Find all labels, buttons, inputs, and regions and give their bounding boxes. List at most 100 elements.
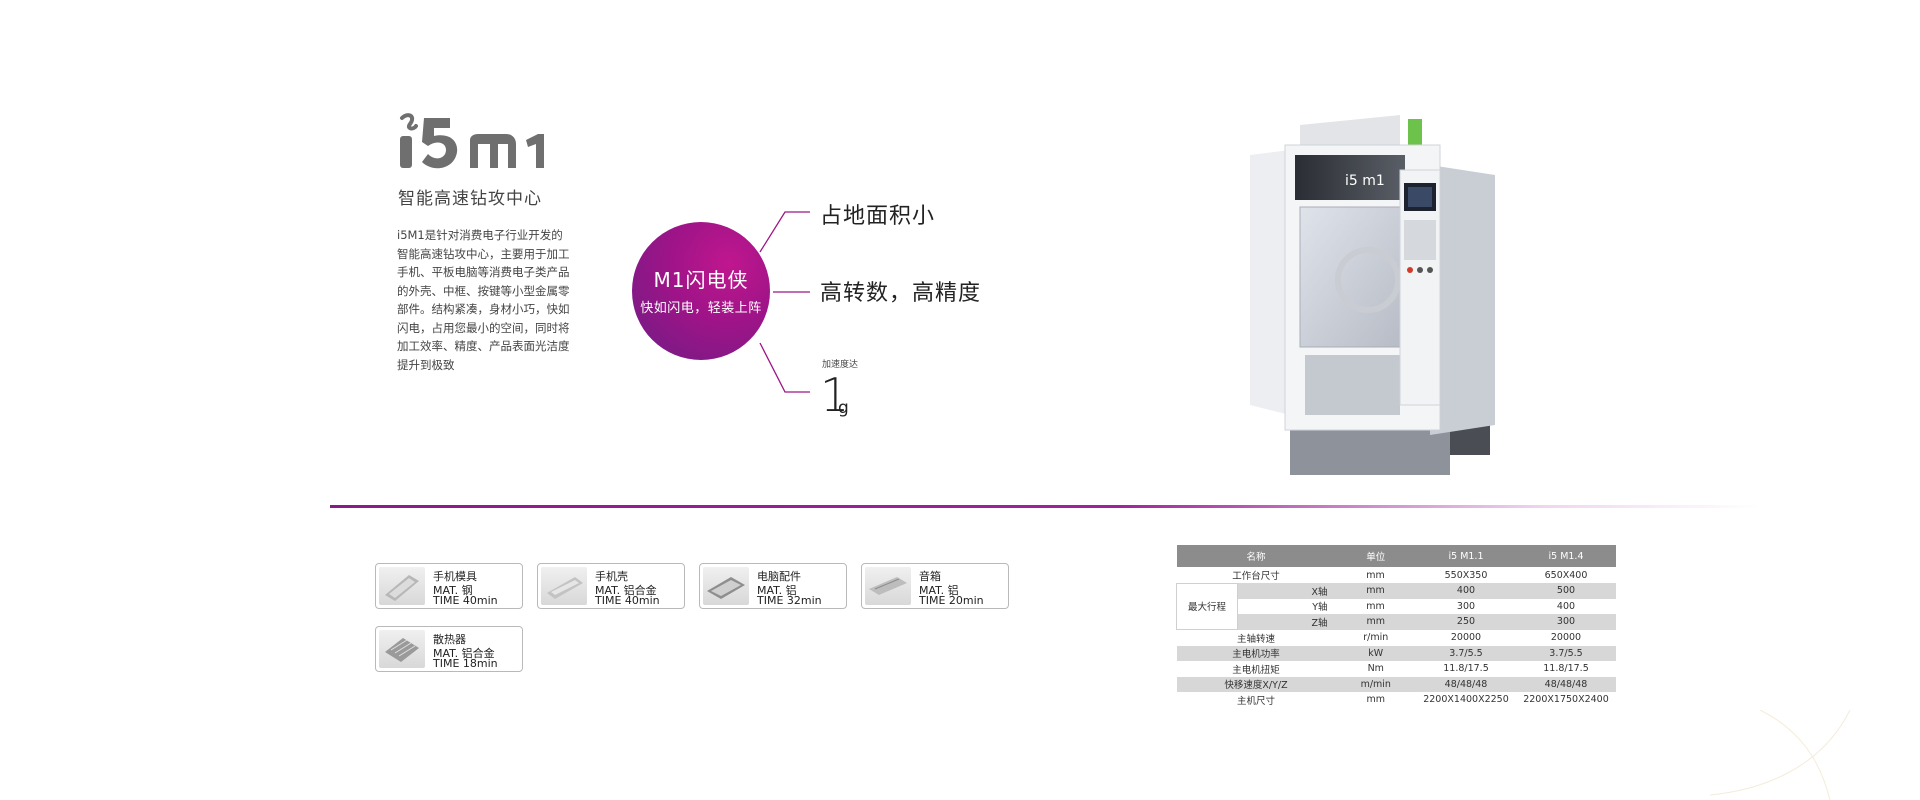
product-name: 音箱 [919, 570, 941, 583]
max-travel-label: 最大行程 [1176, 582, 1238, 630]
product-card-heatsink: 散热器 MAT. 铝合金 TIME 18min [375, 626, 523, 672]
spec-value-b: 2200X1750X2400 [1523, 694, 1609, 706]
spec-unit: mm [1366, 569, 1385, 581]
cnc-machine-icon: i5 m1 [1250, 115, 1495, 475]
spec-unit: mm [1335, 614, 1416, 630]
product-name: 散热器 [433, 633, 466, 646]
product-time: TIME 40min [595, 594, 660, 607]
spec-value-a: 300 [1456, 600, 1476, 612]
product-name: 电脑配件 [757, 570, 801, 583]
spec-value-a: 11.8/17.5 [1443, 663, 1489, 675]
spec-name: 主机尺寸 [1236, 695, 1275, 707]
feature-small-footprint: 占地面积小 [820, 204, 936, 229]
product-description: i5M1是针对消费电子行业开发的 智能高速钻攻中心，主要用于加工 手机、平板电脑… [397, 226, 592, 374]
header-model-b: i5 M1.4 [1516, 545, 1616, 567]
product-name: 手机模具 [433, 570, 477, 583]
spec-unit: mm [1366, 600, 1385, 612]
description-line: 手机、平板电脑等消费电子类产品 [397, 265, 570, 279]
corner-decoration [1709, 710, 1851, 800]
product-time: TIME 20min [919, 594, 984, 607]
spec-value-b: 500 [1516, 583, 1616, 599]
header-unit: 单位 [1335, 545, 1416, 567]
description-line: 提升到极致 [397, 357, 455, 372]
spec-unit: Nm [1367, 663, 1384, 675]
callout-lines [759, 211, 810, 393]
speaker-icon [865, 567, 911, 605]
spec-name: Z轴 [1237, 614, 1336, 630]
spec-name: 快移速度X/Y/Z [1176, 676, 1336, 692]
spec-unit: m/min [1335, 676, 1416, 692]
section-divider [330, 505, 1760, 508]
description-line: i5M1是针对消费电子行业开发的 [397, 228, 563, 242]
header-model-a: i5 M1.1 [1416, 545, 1516, 567]
phone-mold-icon [379, 567, 425, 605]
table-row: 工作台尺寸 mm 550X350 650X400 [1177, 567, 1617, 583]
product-material: MAT. 铝合金 [433, 647, 495, 660]
product-time: TIME 32min [757, 594, 822, 607]
header-name: 名称 [1176, 545, 1336, 567]
product-card-speaker: 音箱 MAT. 铝 TIME 20min [861, 563, 1009, 609]
spec-unit: r/min [1363, 632, 1389, 643]
table-row: Z轴 mm 250 300 [1177, 614, 1616, 630]
spec-name: Y轴 [1312, 602, 1328, 614]
spec-unit: mm [1335, 583, 1416, 599]
product-material: MAT. 铝 [757, 584, 797, 597]
acceleration-value: 1 [820, 368, 850, 422]
product-time: TIME 18min [433, 657, 498, 670]
product-material: MAT. 铝 [919, 584, 959, 597]
spec-value-a: 250 [1416, 614, 1516, 630]
product-time: TIME 40min [433, 594, 498, 607]
table-row: 主电机功率 kW 3.7/5.5 3.7/5.5 [1176, 645, 1616, 661]
spec-name: X轴 [1237, 583, 1336, 599]
spec-table: 名称 单位 i5 M1.1 i5 M1.4 工作台尺寸 mm 550X350 6… [1176, 545, 1616, 708]
product-material: MAT. 铝合金 [595, 584, 657, 597]
product-subtitle: 智能高速钻攻中心 [398, 189, 542, 209]
i5-m1-logo [400, 113, 544, 169]
spec-value-b: 20000 [1550, 632, 1582, 643]
machine-panel-logo: i5 m1 [1345, 173, 1385, 189]
spec-value-b: 3.7/5.5 [1516, 645, 1616, 661]
spec-value-a: 3.7/5.5 [1416, 645, 1516, 661]
spec-value-a: 400 [1416, 583, 1516, 599]
spec-value-a: 2200X1400X2250 [1423, 694, 1509, 706]
spec-value-a: 20000 [1450, 632, 1482, 643]
table-row: Y轴 mm 300 400 [1177, 599, 1617, 615]
spec-value-b: 650X400 [1544, 569, 1588, 581]
description-line: 智能高速钻攻中心，主要用于加工 [397, 246, 570, 261]
spec-name: 工作台尺寸 [1232, 570, 1280, 582]
spec-value-a: 48/48/48 [1416, 676, 1516, 692]
product-material: MAT. 钢 [433, 584, 473, 597]
table-row: 主机尺寸 mm 2200X1400X2250 2200X1750X2400 [1177, 692, 1617, 708]
spec-table-header: 名称 单位 i5 M1.1 i5 M1.4 [1176, 545, 1616, 567]
acceleration-label: 加速度达 [822, 360, 859, 370]
computer-part-icon [703, 567, 749, 605]
description-line: 加工效率、精度、产品表面光洁度 [397, 339, 570, 353]
heatsink-icon [379, 630, 425, 668]
description-line: 闪电，占用您最小的空间，同时将 [397, 320, 570, 335]
spec-unit: kW [1335, 645, 1416, 661]
phone-case-icon [541, 567, 587, 605]
highlight-circle: M1闪电侠 快如闪电，轻装上阵 [632, 222, 770, 360]
highlight-title: M1闪电侠 [653, 268, 749, 292]
table-row: 主电机扭矩 Nm 11.8/17.5 11.8/17.5 [1177, 661, 1617, 677]
spec-value-b: 300 [1516, 614, 1616, 630]
acceleration-unit: g [838, 398, 849, 418]
spec-value-b: 48/48/48 [1516, 676, 1616, 692]
spec-value-b: 400 [1556, 600, 1576, 612]
spec-value-b: 11.8/17.5 [1543, 663, 1589, 675]
product-card-phone-case: 手机壳 MAT. 铝合金 TIME 40min [537, 563, 685, 609]
product-card-computer-part: 电脑配件 MAT. 铝 TIME 32min [699, 563, 847, 609]
table-row: 最大行程 X轴 mm 400 500 [1176, 582, 1616, 630]
product-card-phone-mold: 手机模具 MAT. 钢 TIME 40min [375, 563, 523, 609]
spec-unit: mm [1366, 694, 1385, 706]
spec-name: 主电机功率 [1176, 645, 1336, 661]
product-name: 手机壳 [595, 570, 628, 583]
spec-value-a: 550X350 [1444, 569, 1488, 581]
table-row: 快移速度X/Y/Z m/min 48/48/48 48/48/48 [1176, 676, 1616, 692]
description-line: 部件。结构紧凑，身材小巧，快如 [397, 302, 570, 316]
spec-name: 主轴转速 [1236, 633, 1275, 645]
spec-name: 主电机扭矩 [1232, 664, 1280, 676]
description-line: 的外壳、中框、按键等小型金属零 [397, 283, 570, 298]
table-row: 主轴转速 r/min 20000 20000 [1177, 630, 1617, 646]
feature-high-speed-precision: 高转数，高精度 [820, 281, 982, 306]
